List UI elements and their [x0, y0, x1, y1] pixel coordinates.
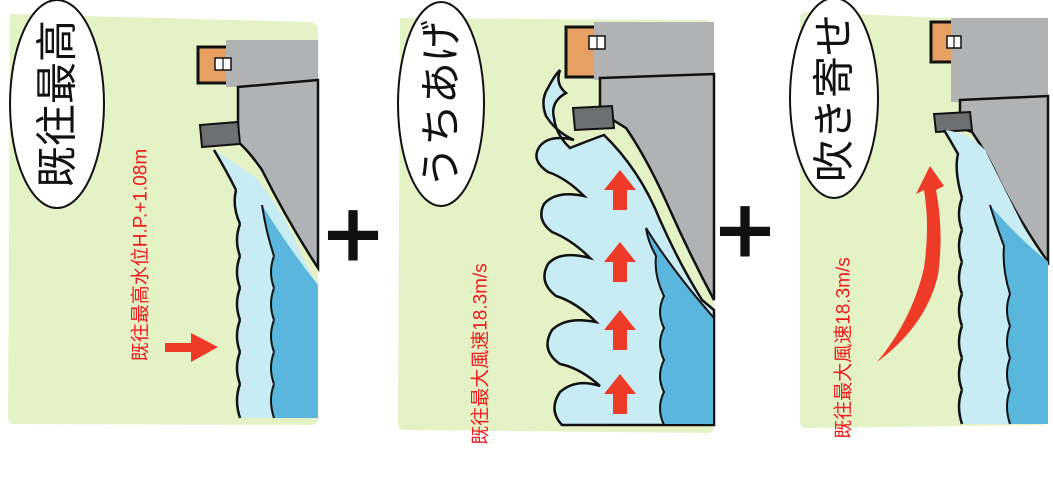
panel-2-condition-label: 既往最大風速18.3m/s [470, 263, 492, 445]
seawall-coping [198, 120, 242, 149]
panel-wave-runup: うちあげ 既往最大風速18.3m/s [397, 1, 716, 445]
panel-2-title-ellipse [397, 1, 485, 207]
water-waveline [942, 129, 964, 425]
panel-1-condition-label: 既往最高水位H.P.+1.08m [130, 149, 152, 361]
seawall [236, 78, 320, 273]
up-arrow-icon [604, 242, 636, 282]
seawall-coping [571, 104, 616, 132]
water-waveline [212, 149, 242, 419]
panel-highest-water-level: 既往最高 既往最高水位H.P.+1.08m [8, 0, 320, 425]
panel-2-title: うちあげ [417, 20, 466, 188]
up-arrow-icon [604, 310, 636, 350]
panel-wind-setup: 吹き寄せ 既往最大風速18.3m/s [789, 0, 1050, 439]
seawall [598, 72, 716, 301]
plus-operator-2: + [711, 183, 778, 276]
deep-water-waveline [261, 204, 275, 419]
deep-water [262, 205, 318, 418]
house-icon [564, 22, 714, 80]
water-level-arrow [165, 333, 218, 362]
panel-3-condition-label: 既往最大風速18.3m/s [833, 257, 855, 439]
runup-arrows [604, 170, 636, 414]
deep-water [645, 227, 715, 426]
up-arrow-icon [604, 374, 636, 414]
house-icon [929, 18, 1048, 102]
up-arrow-icon [604, 170, 636, 210]
panel-3-title-ellipse [789, 0, 879, 199]
wind-arrow [877, 166, 944, 362]
house-icon [196, 40, 318, 87]
panel-1-title-ellipse [9, 0, 105, 209]
seawall-coping [932, 110, 974, 134]
panel-3-title: 吹き寄せ [810, 14, 859, 182]
deep-water-waveline [989, 204, 1011, 425]
panel-1-title: 既往最高 [33, 20, 82, 188]
plus-operator-1: + [319, 187, 386, 280]
